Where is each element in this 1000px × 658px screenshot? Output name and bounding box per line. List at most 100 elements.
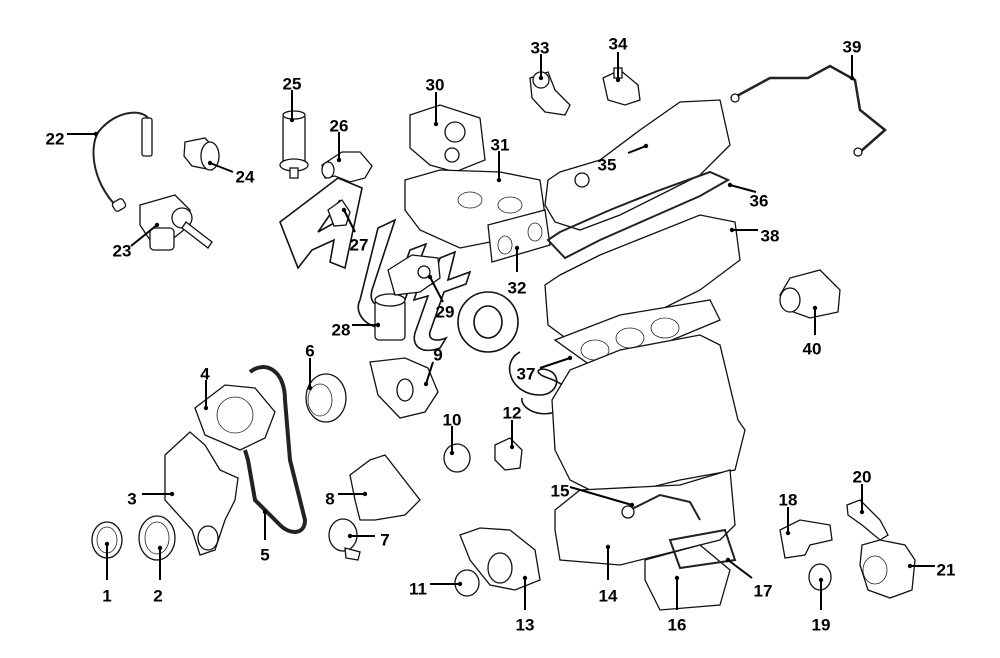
leader-dot <box>157 545 163 551</box>
leader-dot <box>729 227 735 233</box>
callout-number: 21 <box>937 560 956 579</box>
callout-number: 19 <box>812 615 831 634</box>
part-34-sensor <box>602 67 641 106</box>
callout-number: 18 <box>779 490 798 509</box>
leader-dot <box>567 355 573 361</box>
part-40-starter <box>779 269 841 319</box>
callout-number: 32 <box>508 278 527 297</box>
leader-dot <box>262 509 268 515</box>
callout-number: 20 <box>853 467 872 486</box>
leader-dot <box>615 77 621 83</box>
leader-line <box>729 184 757 193</box>
part-39-fuel-pipe <box>730 64 887 157</box>
part-3-timing-cover-lower <box>164 431 239 556</box>
callout-number: 40 <box>803 339 822 358</box>
callout-12: 12 <box>503 403 521 450</box>
callout-number: 24 <box>236 167 255 186</box>
part-15-oil-pickup <box>621 493 701 521</box>
callout-number: 15 <box>551 481 570 500</box>
callout-39: 39 <box>843 37 861 81</box>
callout-number: 33 <box>531 38 550 57</box>
part-35-valve-cover <box>544 99 731 231</box>
callout-40: 40 <box>803 305 822 358</box>
part-2-seal <box>138 515 176 561</box>
callout-2: 2 <box>153 545 163 605</box>
part-25-temperature-sensor <box>279 110 309 179</box>
callout-number: 5 <box>260 545 269 564</box>
callout-number: 27 <box>350 235 369 254</box>
callout-number: 35 <box>598 155 617 174</box>
callout-number: 11 <box>409 579 427 598</box>
callout-19: 19 <box>812 577 831 634</box>
watermark-letter-t <box>412 250 472 352</box>
part-22-ignition-lead <box>92 111 153 212</box>
callout-28: 28 <box>332 320 381 339</box>
callout-35: 35 <box>598 143 649 174</box>
callout-25: 25 <box>283 74 302 123</box>
part-32-manifold-gasket <box>487 209 551 263</box>
callout-number: 38 <box>761 226 780 245</box>
leader-dot <box>375 322 381 328</box>
callout-number: 9 <box>433 345 442 364</box>
part-9-oil-pump-cover <box>369 357 439 419</box>
callout-number: 37 <box>517 364 536 383</box>
leader-dot <box>538 75 544 81</box>
callout-7: 7 <box>347 530 390 549</box>
leader-dot <box>514 245 520 251</box>
callout-11: 11 <box>409 579 463 598</box>
callout-number: 4 <box>200 364 210 383</box>
callout-number: 26 <box>330 116 349 135</box>
part-12-sensor <box>494 437 523 471</box>
callout-23: 23 <box>113 222 160 260</box>
leader-dot <box>433 121 439 127</box>
part-30-carburetor <box>409 104 486 173</box>
leader-dot <box>341 207 347 213</box>
callout-33: 33 <box>531 38 550 81</box>
leader-dot <box>725 557 731 563</box>
callout-number: 16 <box>668 615 687 634</box>
callout-1: 1 <box>102 541 112 605</box>
engine-block <box>551 334 746 496</box>
leader-dot <box>785 530 791 536</box>
callout-4: 4 <box>200 364 210 411</box>
leader-line <box>627 145 647 154</box>
leader-dot <box>818 577 824 583</box>
callout-30: 30 <box>426 75 445 127</box>
watermark-letter-u <box>357 218 428 329</box>
callout-number: 30 <box>426 75 445 94</box>
leader-line <box>569 486 633 506</box>
leader-line <box>429 276 444 303</box>
callout-number: 14 <box>599 586 618 605</box>
callout-13: 13 <box>516 575 534 634</box>
callout-16: 16 <box>668 575 687 634</box>
leader-dot <box>457 581 463 587</box>
callout-number: 8 <box>325 489 334 508</box>
part-28-oil-filter <box>374 293 406 341</box>
callout-number: 25 <box>283 74 302 93</box>
part-14-oil-pan <box>554 469 736 566</box>
callout-number: 7 <box>380 530 389 549</box>
callout-number: 36 <box>750 191 769 210</box>
part-33-fuel-pump <box>529 71 571 116</box>
leader-line <box>425 361 434 385</box>
leader-dot <box>812 305 818 311</box>
callout-number: 29 <box>436 302 455 321</box>
callout-8: 8 <box>325 489 368 508</box>
leader-dot <box>629 502 635 508</box>
callout-24: 24 <box>207 160 255 186</box>
callout-21: 21 <box>907 560 956 579</box>
part-26-thermostat-housing <box>321 151 373 183</box>
callout-number: 28 <box>332 320 351 339</box>
leader-dot <box>496 177 502 183</box>
callout-36: 36 <box>727 182 769 210</box>
part-27-thermostat <box>327 199 351 227</box>
callout-number: 6 <box>305 341 314 360</box>
leader-dot <box>423 381 429 387</box>
part-13-oil-pump <box>459 527 541 591</box>
callout-3: 3 <box>127 489 175 508</box>
leader-dot <box>336 157 342 163</box>
part-18-mount-bracket <box>779 519 833 559</box>
leader-line <box>539 357 571 369</box>
